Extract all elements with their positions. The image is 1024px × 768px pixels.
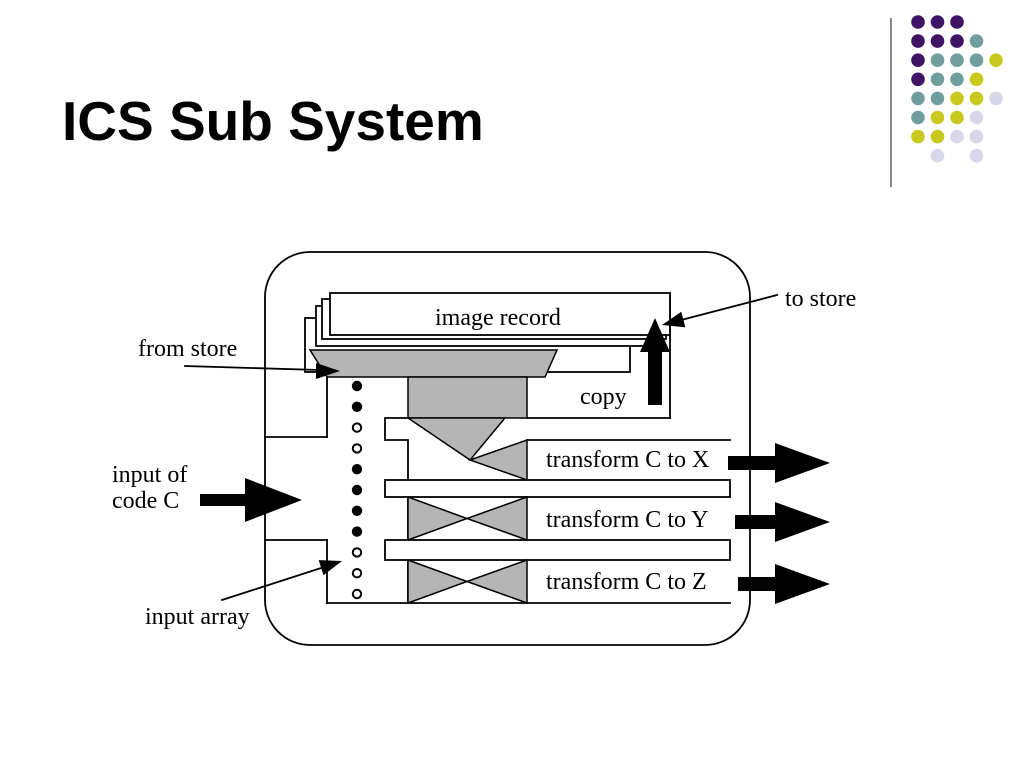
input-code-label-line1: input of xyxy=(112,462,187,488)
input-array-cells xyxy=(351,380,363,600)
decor-dot-yellow xyxy=(911,129,925,144)
decor-dot-yellow xyxy=(950,110,964,125)
image-record-card-front xyxy=(329,292,671,336)
decor-dot-lavender xyxy=(969,129,984,144)
output-y-arrow xyxy=(735,502,830,542)
decor-dot-yellow xyxy=(930,129,945,144)
transform-x-label: transform C to X xyxy=(546,447,709,473)
array-cell-filled xyxy=(351,505,363,516)
transform-y-label: transform C to Y xyxy=(546,507,708,533)
slide-title: ICS Sub System xyxy=(62,90,484,152)
array-cell-filled xyxy=(351,484,363,496)
record-read-wedge xyxy=(308,349,559,378)
decor-dot-purple xyxy=(950,15,964,29)
array-cell-empty xyxy=(351,588,363,600)
decor-dot-teal xyxy=(930,53,945,67)
decor-dot-teal xyxy=(969,34,984,48)
decor-dot-purple xyxy=(911,53,925,67)
decor-dot-teal xyxy=(969,53,984,67)
image-record-label: image record xyxy=(435,305,561,331)
array-cell-empty xyxy=(351,547,363,558)
decor-dot-lavender xyxy=(950,129,964,144)
copy-funnel xyxy=(405,417,507,462)
copy-column xyxy=(407,376,528,419)
decor-dot-teal xyxy=(950,72,964,87)
decor-dot-teal xyxy=(911,91,925,106)
separator-bar-yz xyxy=(384,539,731,561)
decor-dot-lavender xyxy=(969,110,984,125)
from-store-label: from store xyxy=(138,336,237,362)
copy-up-arrow xyxy=(640,318,670,405)
decor-dot-yellow xyxy=(969,72,984,87)
decor-dot-yellow xyxy=(989,53,1003,67)
to-store-pointer-head xyxy=(662,311,686,328)
transform-y-bowtie-right xyxy=(464,495,528,542)
array-cell-filled xyxy=(351,526,363,537)
decor-dot-purple xyxy=(911,15,925,29)
input-code-arrow xyxy=(200,478,302,522)
transform-z-bowtie-left xyxy=(407,558,470,605)
transform-z-bowtie-right xyxy=(464,558,528,605)
transform-y-bowtie-left xyxy=(407,495,470,542)
input-array-pointer-line xyxy=(220,566,323,602)
decor-dot-lavender xyxy=(989,91,1003,106)
to-store-pointer-line xyxy=(681,293,779,321)
array-cell-filled xyxy=(351,464,363,475)
array-cell-filled xyxy=(351,401,363,412)
output-x-arrow xyxy=(728,443,830,483)
input-code-label-line2: code C xyxy=(112,488,179,514)
decor-dot-purple xyxy=(930,34,945,48)
decor-dot-purple xyxy=(930,15,945,29)
decor-group xyxy=(890,15,1003,187)
decor-dot-yellow xyxy=(950,91,964,106)
ics-diagram: image record transform C to X transform … xyxy=(112,251,856,646)
decor-dot-yellow xyxy=(969,91,984,106)
decor-dot-lavender xyxy=(930,148,945,163)
decor-dot-purple xyxy=(911,34,925,48)
transform-z-label: transform C to Z xyxy=(546,569,707,595)
array-cell-empty xyxy=(351,443,363,454)
decor-dot-yellow xyxy=(930,110,945,125)
output-z-arrow xyxy=(738,564,830,604)
array-cell-empty xyxy=(351,568,363,579)
decor-dot-teal xyxy=(911,110,925,125)
decor-dot-teal xyxy=(950,53,964,67)
decor-dot-grid xyxy=(911,15,1003,163)
subsystem-outline xyxy=(264,251,751,646)
copy-label: copy xyxy=(580,384,627,410)
input-array-pointer-head xyxy=(318,560,342,576)
separator-bar-xy xyxy=(384,479,731,498)
decor-dot-teal xyxy=(930,91,945,106)
array-right-comb xyxy=(384,417,409,604)
decor-dot-purple xyxy=(950,34,964,48)
input-array-label: input array xyxy=(145,604,250,630)
from-store-pointer-line xyxy=(184,365,319,371)
array-cell-filled xyxy=(351,380,363,392)
decor-dot-purple xyxy=(911,72,925,87)
to-store-label: to store xyxy=(785,286,856,312)
decor-dot-teal xyxy=(930,72,945,87)
from-store-pointer-head xyxy=(316,363,340,379)
transform-x-wedge xyxy=(467,438,528,482)
array-cell-empty xyxy=(351,422,363,433)
decor-dot-lavender xyxy=(969,148,984,163)
